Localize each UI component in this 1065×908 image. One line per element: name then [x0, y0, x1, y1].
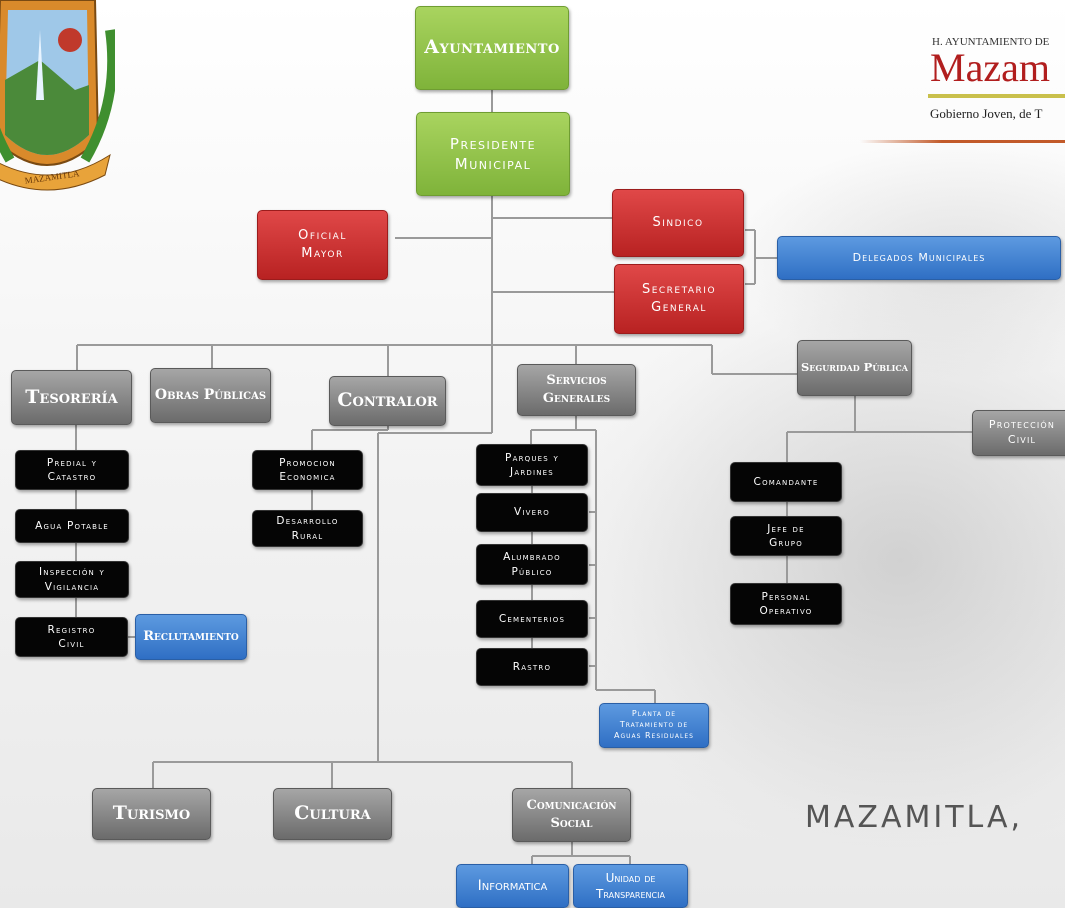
node-comunicacion-social[interactable]: Comunicación Social: [512, 788, 631, 842]
node-parques-jardines[interactable]: Parques y Jardines: [476, 444, 588, 486]
node-delegados-municipales[interactable]: Delegados Municipales: [777, 236, 1061, 280]
node-ayuntamiento[interactable]: Ayuntamiento: [415, 6, 569, 90]
node-servicios-generales[interactable]: Servicios Generales: [517, 364, 636, 416]
header-accent-line: [860, 140, 1065, 143]
node-personal-operativo[interactable]: Personal Operativo: [730, 583, 842, 625]
header-name: Mazam: [930, 45, 1050, 90]
node-presidente-municipal[interactable]: Presidente Municipal: [416, 112, 570, 196]
node-contralor[interactable]: Contralor: [329, 376, 446, 426]
node-sindico[interactable]: Sindico: [612, 189, 744, 257]
node-promocion-economica[interactable]: Promocion Economica: [252, 450, 363, 490]
node-cultura[interactable]: Cultura: [273, 788, 392, 840]
node-tesoreria[interactable]: Tesorería: [11, 370, 132, 425]
header-line: H. AYUNTAMIENTO DE: [932, 36, 1050, 48]
node-turismo[interactable]: Turismo: [92, 788, 211, 840]
node-oficial-mayor[interactable]: Oficial Mayor: [257, 210, 388, 280]
node-informatica[interactable]: Informatica: [456, 864, 569, 908]
node-seguridad-publica[interactable]: Seguridad Pública: [797, 340, 912, 396]
node-comandante[interactable]: Comandante: [730, 462, 842, 502]
node-inspeccion-vigilancia[interactable]: Inspección y Vigilancia: [15, 561, 129, 598]
node-obras-publicas[interactable]: Obras Públicas: [150, 368, 271, 423]
header-divider: [928, 94, 1065, 98]
node-unidad-transparencia[interactable]: Unidad de Transparencia: [573, 864, 688, 908]
node-secretario-general[interactable]: Secretario General: [614, 264, 744, 334]
node-planta-tratamiento[interactable]: Planta de Tratamiento de Aguas Residuale…: [599, 703, 709, 748]
node-rastro[interactable]: Rastro: [476, 648, 588, 686]
node-alumbrado-publico[interactable]: Alumbrado Público: [476, 544, 588, 585]
municipal-seal: [0, 0, 115, 191]
node-cementerios[interactable]: Cementerios: [476, 600, 588, 638]
node-jefe-grupo[interactable]: Jefe de Grupo: [730, 516, 842, 556]
node-vivero[interactable]: Vivero: [476, 493, 588, 532]
footer-city-name: MAZAMITLA,: [805, 800, 1023, 835]
node-agua-potable[interactable]: Agua Potable: [15, 509, 129, 543]
node-proteccion-civil[interactable]: Protección Civil: [972, 410, 1065, 456]
node-reclutamiento[interactable]: Reclutamiento: [135, 614, 247, 660]
header-tagline: Gobierno Joven, de T: [930, 106, 1043, 121]
node-predial-catastro[interactable]: Predial y Catastro: [15, 450, 129, 490]
node-desarrollo-rural[interactable]: Desarrollo Rural: [252, 510, 363, 547]
node-registro-civil[interactable]: Registro Civil: [15, 617, 128, 657]
